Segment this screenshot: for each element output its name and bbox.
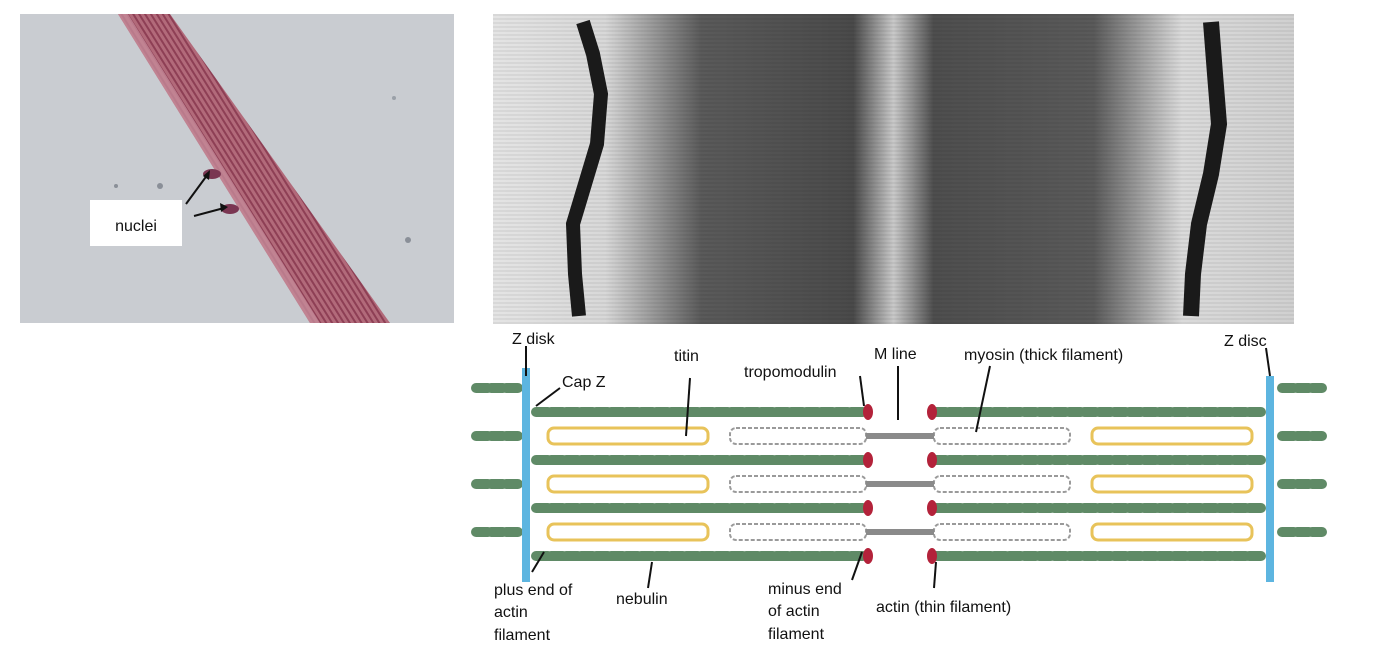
- myosin-heads-right: [933, 475, 1071, 493]
- myosin-backbone: [866, 481, 934, 487]
- tropomodulin-cap: [863, 404, 873, 420]
- label-actin: actin (thin filament): [876, 599, 1011, 616]
- sarcomere-electron-micrograph: [493, 14, 1294, 324]
- nuclei-arrow-upper: [185, 173, 209, 205]
- titin-spring-right: [1090, 426, 1254, 446]
- nuclei-label-box: [90, 200, 182, 246]
- titin-spring-left: [546, 522, 710, 542]
- tropomodulin-cap: [927, 548, 937, 564]
- label-minus-end-2: of actin: [768, 603, 820, 620]
- nuclei-arrow-lower: [193, 207, 225, 217]
- titin-spring-left: [546, 426, 710, 446]
- label-minus-end-3: filament: [768, 626, 825, 643]
- z-disc-right: [1266, 376, 1274, 582]
- myosin-backbone: [866, 433, 934, 439]
- tropomodulin-cap: [927, 452, 937, 468]
- label-minus-end-1: minus end: [768, 581, 842, 598]
- z-disc-left: [522, 368, 530, 582]
- tropomodulin-cap: [927, 404, 937, 420]
- em-image: [493, 14, 1294, 324]
- label-z-disk-left: Z disk: [512, 331, 556, 348]
- sarcomere-schematic: Z disk Cap Z titin tropomodulin M line m…: [440, 326, 1378, 652]
- tropomodulin-cap: [863, 500, 873, 516]
- titin-spring-right: [1090, 522, 1254, 542]
- label-z-disc-right: Z disc: [1224, 333, 1267, 350]
- label-titin: titin: [674, 348, 699, 365]
- label-m-line: M line: [874, 346, 917, 363]
- nuclei-label: nuclei: [115, 218, 157, 235]
- tropomodulin-cap: [863, 548, 873, 564]
- label-cap-z: Cap Z: [562, 374, 606, 391]
- titin-spring-left: [546, 474, 710, 494]
- label-plus-end-3: filament: [494, 627, 551, 644]
- label-plus-end-1: plus end of: [494, 582, 573, 599]
- label-tropomodulin: tropomodulin: [744, 364, 837, 381]
- micrograph-image: nuclei: [20, 14, 454, 323]
- myosin-heads-right: [933, 523, 1071, 541]
- label-myosin: myosin (thick filament): [964, 347, 1123, 364]
- label-plus-end-2: actin: [494, 604, 528, 621]
- myosin-heads-right: [933, 427, 1071, 445]
- tropomodulin-cap: [927, 500, 937, 516]
- tropomodulin-cap: [863, 452, 873, 468]
- myosin-backbone: [866, 529, 934, 535]
- muscle-fiber-micrograph: nuclei: [20, 14, 454, 323]
- label-nebulin: nebulin: [616, 591, 668, 608]
- titin-spring-right: [1090, 474, 1254, 494]
- sarcomere-diagram: Z disk Cap Z titin tropomodulin M line m…: [440, 326, 1378, 652]
